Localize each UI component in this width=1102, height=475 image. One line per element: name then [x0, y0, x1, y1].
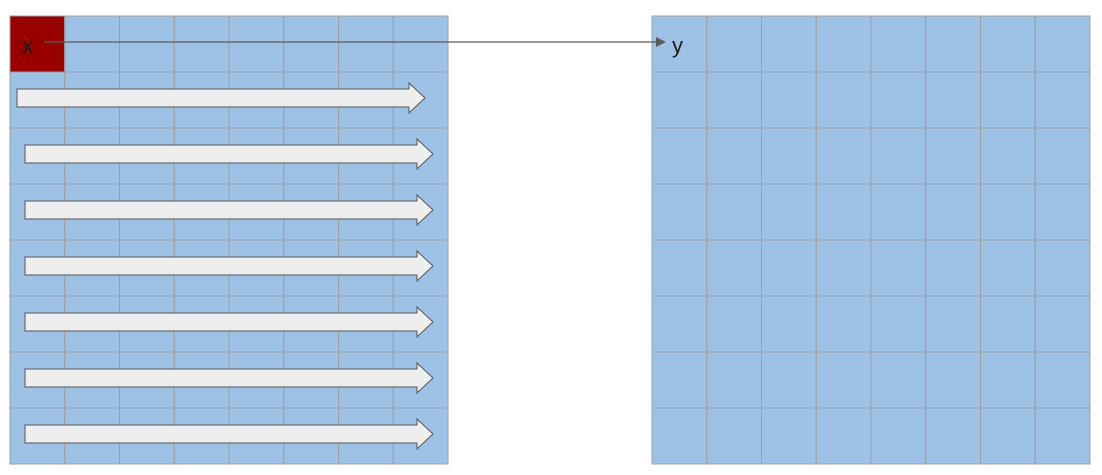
- target-grid-cell: [925, 71, 981, 129]
- target-grid-cell: [761, 71, 817, 129]
- source-grid-cell: [173, 15, 230, 73]
- target-grid-cell: [925, 407, 981, 465]
- row-scan-arrow: [24, 305, 434, 339]
- target-grid-cell: [925, 127, 981, 185]
- target-grid-cell: [980, 183, 1036, 241]
- row-scan-arrow: [24, 249, 434, 283]
- source-grid-cell: [392, 15, 449, 73]
- target-grid-cell: [815, 407, 872, 465]
- target-grid-cell: [706, 127, 762, 185]
- target-grid-cell: [706, 351, 762, 409]
- target-grid-cell: [980, 351, 1036, 409]
- target-grid-cell: [925, 239, 981, 297]
- target-grid-cell: [870, 71, 927, 129]
- link-arrow-head: [656, 37, 666, 47]
- target-grid-cell: [651, 351, 708, 409]
- target-grid-cell: [1034, 71, 1091, 129]
- target-grid-cell: [651, 407, 708, 465]
- target-grid-cell: [815, 239, 872, 297]
- target-grid-cell: [925, 295, 981, 353]
- target-grid-cell: [1034, 127, 1091, 185]
- target-grid-cell: [1034, 183, 1091, 241]
- row-arrows: [16, 81, 434, 451]
- source-grid-highlight-cell: [9, 15, 66, 73]
- source-grid-cell: [64, 15, 120, 73]
- target-grid-cell: [815, 295, 872, 353]
- target-grid-cell: [651, 71, 708, 129]
- row-scan-arrow: [24, 137, 434, 171]
- source-grid-cell: [119, 15, 175, 73]
- target-grid-cell: [1034, 295, 1091, 353]
- target-grid-cell: [980, 407, 1036, 465]
- target-grid-cell: [1034, 15, 1091, 73]
- target-grid-cell: [651, 239, 708, 297]
- target-grid-cell: [761, 351, 817, 409]
- target-grid-cell: [925, 15, 981, 73]
- source-cell-label: x: [22, 33, 33, 58]
- target-grid-cell: [706, 295, 762, 353]
- target-grid-cell: [651, 127, 708, 185]
- target-grid-cell: [870, 407, 927, 465]
- target-grid-cell: [980, 127, 1036, 185]
- target-grid-cell: [980, 15, 1036, 73]
- target-grid-cell: [815, 71, 872, 129]
- target-grid-cell: [706, 239, 762, 297]
- row-scan-arrow: [24, 361, 434, 395]
- target-grid-cell: [980, 295, 1036, 353]
- target-grid-cell: [815, 15, 872, 73]
- source-grid: [9, 15, 449, 465]
- target-grid-cell: [870, 351, 927, 409]
- target-grid-cell: [870, 239, 927, 297]
- row-scan-arrow: [24, 417, 434, 451]
- target-grid-cell: [870, 127, 927, 185]
- target-grid-cell: [980, 71, 1036, 129]
- target-grid-cell: [761, 295, 817, 353]
- target-grid-cell: [870, 183, 927, 241]
- target-grid-cell: [925, 351, 981, 409]
- target-grid-cell: [706, 71, 762, 129]
- source-grid-cell: [228, 15, 285, 73]
- target-grid-cell: [1034, 239, 1091, 297]
- target-grid-cell: [651, 295, 708, 353]
- target-cell-label: y: [672, 33, 683, 58]
- link-arrow: [44, 37, 666, 47]
- row-scan-arrow: [16, 81, 426, 115]
- target-grid-cell: [706, 15, 762, 73]
- target-grid-cell: [651, 183, 708, 241]
- target-grid-cell: [761, 127, 817, 185]
- target-grid-cell: [815, 127, 872, 185]
- target-grid-cell: [761, 407, 817, 465]
- target-grid-cell: [870, 295, 927, 353]
- target-grid-cell: [761, 183, 817, 241]
- target-grid-cell: [870, 15, 927, 73]
- target-grid: [651, 15, 1091, 465]
- target-grid-cell: [815, 351, 872, 409]
- target-grid-cell: [1034, 407, 1091, 465]
- source-grid-cell: [338, 15, 394, 73]
- target-grid-cell: [706, 407, 762, 465]
- target-grid-cell: [980, 239, 1036, 297]
- target-grid-cell: [1034, 351, 1091, 409]
- target-grid-cell: [925, 183, 981, 241]
- target-grid-cell: [761, 15, 817, 73]
- target-grid-cell: [706, 183, 762, 241]
- row-scan-arrow: [24, 193, 434, 227]
- target-grid-cell: [815, 183, 872, 241]
- source-grid-cell: [283, 15, 339, 73]
- target-grid-cell: [761, 239, 817, 297]
